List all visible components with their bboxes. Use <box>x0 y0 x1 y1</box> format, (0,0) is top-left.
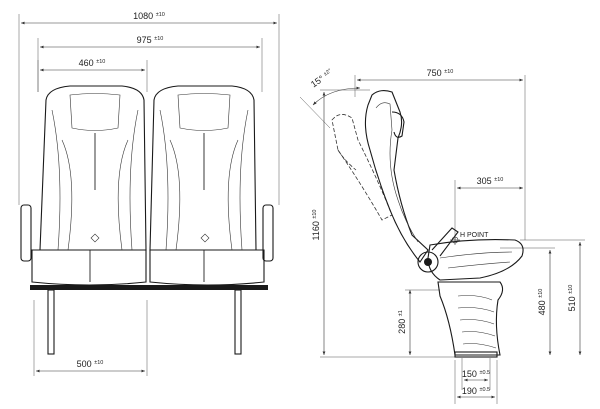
right-armrest <box>262 204 274 262</box>
left-armrest <box>20 204 32 262</box>
dim-armrest-width: 975 ±10 <box>137 35 164 45</box>
pedestal-foot <box>454 351 498 358</box>
dim-recline-angle: 15° ±2° <box>309 67 335 89</box>
left-seat-cushion <box>31 249 147 286</box>
side-pedestal <box>437 281 504 356</box>
dim-overall-depth: 750 ±10 <box>427 68 454 78</box>
recline-arc <box>312 86 361 106</box>
right-seat-back <box>149 85 257 251</box>
side-seat-cushion <box>427 239 524 281</box>
recline-pivot <box>417 251 439 273</box>
dim-overall-width: 1080 ±10 <box>133 11 165 21</box>
h-point-label: H POINT <box>460 232 489 239</box>
dim-overall-height: 1160 ±10 <box>311 209 321 240</box>
front-view: 1080 ±10 975 ±10 460 ±10 500 ±10 <box>18 11 280 376</box>
side-backrest <box>364 89 429 263</box>
dim-leg-spacing: 500 ±10 <box>77 359 104 369</box>
dim-base-inner: 150 ±0.5 <box>462 369 490 379</box>
buckle-icon <box>90 233 100 243</box>
left-leg <box>47 289 55 355</box>
dim-h-point-height: 480 ±10 <box>537 289 547 316</box>
recline-lever <box>431 227 459 257</box>
reclined-backrest-ghost <box>331 114 393 221</box>
left-seat-back <box>39 85 147 251</box>
right-seat-cushion <box>149 249 265 286</box>
headrest-handle <box>391 111 405 138</box>
dim-h-point-offset: 305 ±10 <box>477 176 504 186</box>
dim-pedestal-height: 280 ±1 <box>397 310 407 334</box>
dim-base-outer: 190 ±0.5 <box>462 386 490 396</box>
h-point-marker <box>450 235 460 245</box>
seat-frame-beam <box>30 285 268 290</box>
dim-seat-width: 460 ±10 <box>79 58 106 68</box>
side-view: 15° ±2° 750 ±10 305 ±10 1160 ±10 280 ±1 <box>299 67 585 404</box>
right-leg <box>234 289 242 355</box>
buckle-icon <box>200 233 210 243</box>
dim-seat-height: 510 ±10 <box>567 285 577 312</box>
